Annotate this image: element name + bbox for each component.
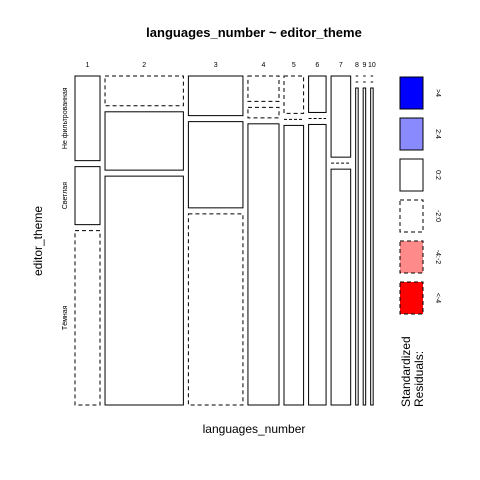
mosaic-cell — [308, 75, 327, 113]
legend-swatch — [399, 76, 424, 110]
legend-label: -4:-2 — [434, 250, 441, 265]
legend-title: Residuals: — [412, 351, 426, 407]
column-label: 4 — [262, 62, 266, 69]
column-label: 2 — [142, 62, 146, 69]
mosaic-cell — [104, 175, 184, 406]
mosaic-cell — [247, 106, 280, 119]
chart-title: languages_number ~ editor_theme — [146, 25, 362, 40]
column-label: 9 — [362, 62, 366, 69]
legend-label: <-4 — [434, 293, 441, 303]
legend-swatch — [399, 240, 424, 274]
mosaic-cell — [330, 168, 352, 406]
mosaic-cell — [370, 87, 374, 406]
legend-label: -2:0 — [434, 210, 441, 222]
column-label: 10 — [368, 62, 376, 69]
y-axis-label: editor_theme — [31, 206, 45, 276]
mosaic-cell — [187, 213, 244, 406]
legend-label: 0:2 — [434, 170, 441, 180]
legend-swatch — [399, 117, 424, 151]
mosaic-cell — [74, 75, 101, 162]
legend-title: Standardized — [399, 336, 413, 407]
mosaic-cell — [362, 87, 367, 406]
mosaic-cell — [187, 75, 244, 117]
mosaic-cell — [355, 87, 359, 406]
row-label: Тёмная — [62, 305, 69, 330]
mosaic-cell — [104, 111, 184, 171]
legend-swatch — [399, 199, 424, 233]
row-label: Светлая — [62, 182, 69, 209]
mosaic-cell — [247, 123, 280, 406]
legend-swatch — [399, 281, 424, 315]
mosaic-cell — [330, 75, 352, 158]
legend-label: 2:4 — [434, 129, 441, 139]
mosaic-cell — [283, 124, 305, 406]
mosaic-cell — [308, 123, 327, 406]
mosaic-cells — [74, 75, 374, 406]
mosaic-cell — [104, 75, 184, 107]
mosaic-cell — [247, 75, 280, 102]
column-label: 6 — [315, 62, 319, 69]
column-label: 1 — [86, 62, 90, 69]
column-label: 7 — [339, 62, 343, 69]
legend-label: >4 — [434, 89, 441, 97]
mosaic-cell — [74, 230, 101, 406]
x-axis-label: languages_number — [203, 422, 306, 436]
mosaic-cell — [74, 166, 101, 226]
column-label: 8 — [355, 62, 359, 69]
mosaic-cell — [187, 121, 244, 209]
column-label: 3 — [214, 62, 218, 69]
mosaic-cell — [283, 75, 305, 114]
legend-swatch — [399, 158, 424, 192]
column-label: 5 — [292, 62, 296, 69]
row-label: Не фильтрованная — [62, 87, 69, 149]
